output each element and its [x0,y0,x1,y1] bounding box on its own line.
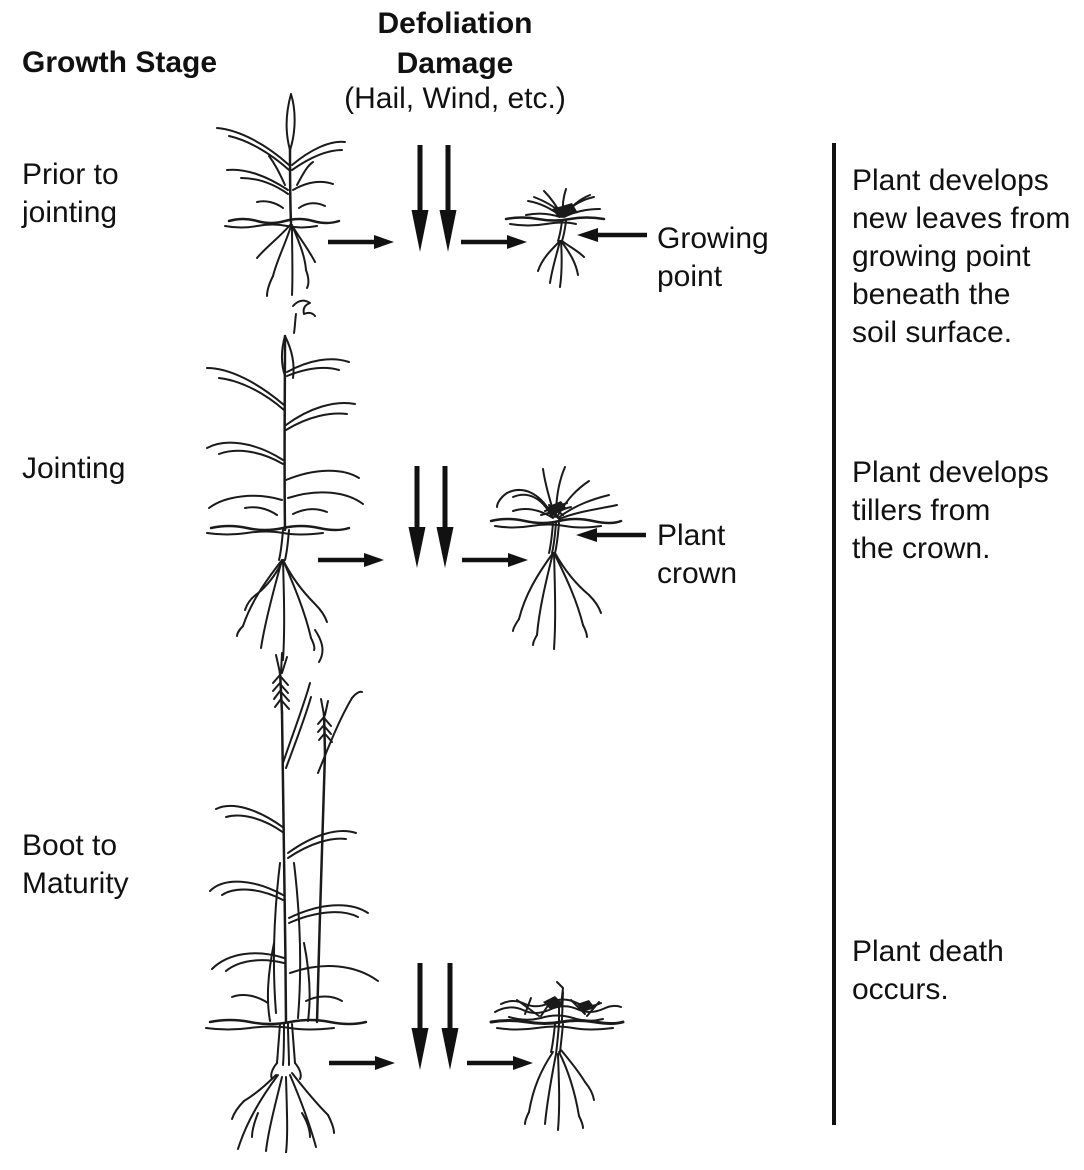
row2-healthy-plant-illustration [206,334,364,663]
row3-right-arrow-icon [329,1056,395,1070]
row3-defoliation-down-arrow-icon [411,963,429,1070]
row2-defoliation-down-arrow-icon [408,466,426,568]
row2-right-arrow-icon [318,553,384,567]
row1-defoliation-down-arrow-icon [439,145,457,252]
row3-dead-plant-illustration [489,981,625,1131]
row1-healthy-seedling-illustration [216,93,346,334]
row2-damaged-plant-illustration [489,466,623,650]
row2-plant-crown-pointer-arrow-icon [576,528,646,542]
row2-plant-crown-callout: Plant crown [657,519,738,590]
row3-defoliation-down-arrow-icon [441,963,459,1070]
row2-right-arrow-icon [462,553,528,567]
row3-outcome-text: Plant death occurs. [852,935,1004,1006]
row2-stage-label: Jointing [22,452,126,485]
row1-right-arrow-icon [461,235,527,249]
row2-outcome-text: Plant develops tillers from the crown. [852,456,1049,565]
row2-defoliation-down-arrow-icon [436,466,454,568]
row1-outcome-text: Plant develops new leaves from growing p… [852,164,1071,349]
row1-stage-label: Prior to jointing [22,158,119,229]
defoliation-damage-subtitle: (Hail, Wind, etc.) [344,82,566,115]
growth-stage-column-header: Growth Stage [22,46,218,79]
row3-right-arrow-icon [467,1056,533,1070]
row1-growing-point-callout: Growing point [657,222,769,293]
row1-defoliation-down-arrow-icon [411,145,429,252]
row1-damaged-seedling-illustration [504,188,606,288]
row3-mature-plant-illustration [205,652,379,1153]
defoliation-damage-column-header: Defoliation Damage [377,7,533,80]
row1-growing-point-pointer-arrow-icon [577,228,647,242]
outcome-column-divider [832,143,836,1125]
row3-stage-label: Boot to Maturity [22,829,129,900]
row1-right-arrow-icon [328,235,394,249]
